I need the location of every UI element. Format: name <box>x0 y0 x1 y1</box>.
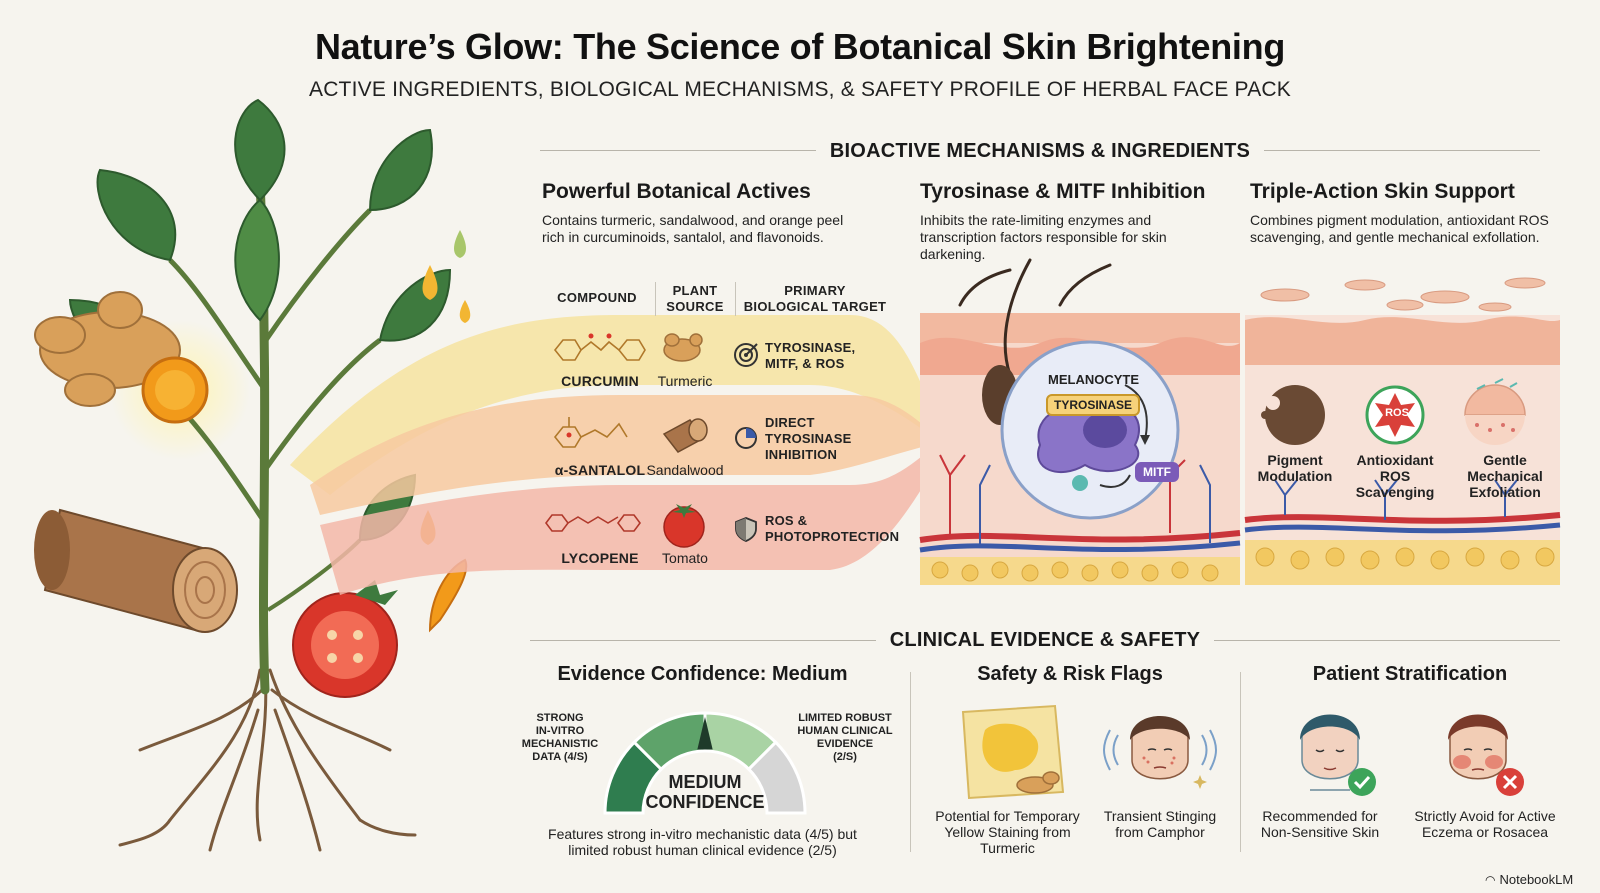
compound-name: α-SANTALOL <box>554 462 646 478</box>
support-item-exfoliation: Gentle Mechanical Exfoliation <box>1467 452 1543 500</box>
skin-support-illustration <box>1244 277 1561 585</box>
evidence-caption: Features strong in-vitro mechanistic dat… <box>548 826 857 858</box>
confidence-gauge <box>603 711 807 815</box>
ros-badge-label: ROS <box>1385 407 1409 419</box>
table-divider <box>655 282 656 316</box>
target-text: DIRECT TYROSINASE INHIBITION <box>765 415 852 462</box>
compound-name: LYCOPENE <box>561 550 639 566</box>
gauge-left-label: STRONG IN-VITRO MECHANISTIC DATA (4/S) <box>521 712 599 763</box>
inhibition-description: Inhibits the rate-limiting enzymes and t… <box>920 212 1167 262</box>
botanical-plant-illustration <box>34 98 471 852</box>
table-header-compound: COMPOUND <box>557 290 637 305</box>
santalol-structure-icon <box>553 417 628 448</box>
gauge-center-text: MEDIUM CONFIDENCE <box>645 772 765 812</box>
skin-cross-section-illustration <box>919 258 1241 585</box>
curcumin-structure-icon <box>553 333 646 361</box>
melanocyte-label: MELANOCYTE <box>1048 372 1139 387</box>
section-heading-clinical: CLINICAL EVIDENCE & SAFETY <box>875 629 1215 651</box>
support-title: Triple-Action Skin Support <box>1250 180 1515 203</box>
plant-source: Sandalwood <box>646 462 724 478</box>
section-heading-mechanisms: BIOACTIVE MECHANISMS & INGREDIENTS <box>815 140 1265 162</box>
stratification-title: Patient Stratification <box>1312 663 1508 685</box>
brand-footer: ◠ NotebookLM <box>1485 872 1573 887</box>
tyrosinase-tag: TYROSINASE <box>1046 394 1141 416</box>
rosacea-face-icon <box>1448 714 1524 796</box>
ingredient-flow-bands <box>290 315 930 595</box>
actives-title: Powerful Botanical Actives <box>542 180 811 203</box>
sandalwood-icon <box>662 418 708 453</box>
plant-source: Tomato <box>662 550 708 566</box>
support-item-antioxidant: Antioxidant ROS Scavenging <box>1355 452 1435 500</box>
column-divider <box>1240 672 1241 852</box>
turmeric-icon <box>663 333 703 362</box>
table-divider <box>735 282 736 316</box>
inhibition-title: Tyrosinase & MITF Inhibition <box>920 180 1206 203</box>
table-header-plant-source: PLANT SOURCE <box>666 283 724 314</box>
mitf-tag: MITF <box>1135 462 1179 482</box>
evidence-title: Evidence Confidence: Medium <box>557 663 848 685</box>
notebooklm-logo-icon: ◠ <box>1485 872 1496 887</box>
actives-description: Contains turmeric, sandalwood, and orang… <box>542 212 844 245</box>
compound-name: CURCUMIN <box>561 373 639 389</box>
shield-icon <box>735 517 757 542</box>
safety-item-stinging: Transient Stinging from Camphor <box>1103 808 1217 840</box>
tomato-icon <box>663 504 705 548</box>
strat-item-recommended: Recommended for Non-Sensitive Skin <box>1260 808 1380 840</box>
safety-title: Safety & Risk Flags <box>977 663 1163 685</box>
healthy-face-icon <box>1300 714 1376 796</box>
inhibition-icon <box>735 427 757 449</box>
table-header-target: PRIMARY BIOLOGICAL TARGET <box>743 283 887 314</box>
support-description: Combines pigment modulation, antioxidant… <box>1250 212 1549 245</box>
target-text: TYROSINASE, MITF, & ROS <box>765 340 856 371</box>
lycopene-structure-icon <box>545 514 641 532</box>
strat-item-avoid: Strictly Avoid for Active Eczema or Rosa… <box>1414 808 1556 840</box>
safety-item-staining: Potential for Temporary Yellow Staining … <box>935 808 1080 856</box>
brand-label: NotebookLM <box>1499 872 1574 887</box>
page-title: Nature’s Glow: The Science of Botanical … <box>314 26 1286 67</box>
gauge-right-label: LIMITED ROBUST HUMAN CLINICAL EVIDENCE (… <box>797 712 893 763</box>
target-text: ROS & PHOTOPROTECTION <box>765 513 900 544</box>
staining-icon <box>961 704 1065 800</box>
page-subtitle: ACTIVE INGREDIENTS, BIOLOGICAL MECHANISM… <box>308 78 1291 101</box>
gauge-segment <box>746 740 807 815</box>
plant-source: Turmeric <box>657 373 713 389</box>
column-divider <box>910 672 911 852</box>
gauge-needle <box>697 717 713 750</box>
support-item-pigment: Pigment Modulation <box>1257 452 1333 484</box>
target-icon <box>734 343 758 367</box>
stinging-face-icon <box>1103 716 1217 789</box>
